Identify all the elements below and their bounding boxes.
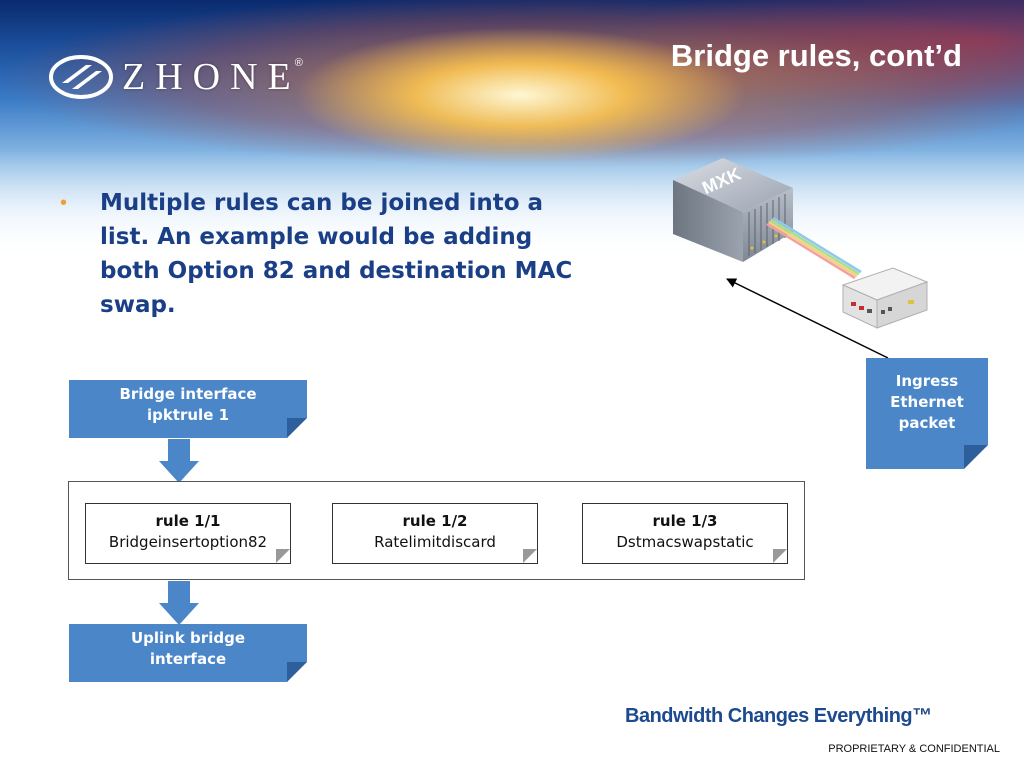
rule-box-1: rule 1/1 Bridgeinsertoption82	[85, 503, 291, 564]
ingress-line3: packet	[898, 414, 956, 432]
uplink-line2: interface	[149, 650, 227, 668]
folded-corner	[287, 662, 307, 682]
folded-corner	[964, 445, 988, 469]
bridge-interface-line1: Bridge interface	[119, 385, 257, 403]
rule-name: Ratelimitdiscard	[374, 533, 496, 551]
rule-title: rule 1/3	[652, 512, 718, 530]
ingress-ethernet-packet-box: Ingress Ethernet packet	[866, 358, 988, 469]
folded-corner	[287, 418, 307, 438]
logo-text: ZHONE	[122, 56, 301, 98]
zhone-swirl-icon	[49, 55, 113, 99]
down-arrow-icon	[159, 439, 199, 483]
rule-title: rule 1/1	[155, 512, 221, 530]
bullet-text: Multiple rules can be joined into a list…	[100, 190, 573, 318]
bullet-dot-icon: •	[60, 192, 68, 214]
rule-title: rule 1/2	[402, 512, 468, 530]
bullet-point: • Multiple rules can be joined into a li…	[60, 186, 580, 322]
bridge-interface-line2: ipktrule 1	[146, 406, 230, 424]
slide-title: Bridge rules, cont’d	[670, 38, 962, 73]
uplink-bridge-interface-box: Uplink bridge interface	[69, 624, 307, 682]
bridge-interface-box: Bridge interface ipktrule 1	[69, 380, 307, 438]
folded-corner	[523, 549, 537, 563]
header-fade	[0, 150, 1024, 260]
folded-corner	[773, 549, 787, 563]
confidential-notice: PROPRIETARY & CONFIDENTIAL	[828, 743, 1000, 755]
equipment-illustration: MXK	[673, 158, 929, 329]
rule-name: Bridgeinsertoption82	[108, 533, 268, 551]
rule-name: Dstmacswapstatic	[616, 533, 754, 551]
rule-box-2: rule 1/2 Ratelimitdiscard	[332, 503, 538, 564]
down-arrow-icon	[159, 581, 199, 625]
ingress-line1: Ingress	[895, 372, 959, 390]
uplink-line1: Uplink bridge	[130, 629, 245, 647]
logo-registered-mark: ®	[294, 57, 303, 69]
rule-box-3: rule 1/3 Dstmacswapstatic	[582, 503, 788, 564]
ingress-line2: Ethernet	[890, 393, 964, 411]
folded-corner	[276, 549, 290, 563]
slogan: Bandwidth Changes Everything™	[625, 705, 932, 727]
cable-bundle-icon	[766, 216, 862, 280]
mxk-chassis-icon: MXK	[673, 158, 793, 262]
zhone-logo: ZHONE ®	[48, 50, 309, 104]
